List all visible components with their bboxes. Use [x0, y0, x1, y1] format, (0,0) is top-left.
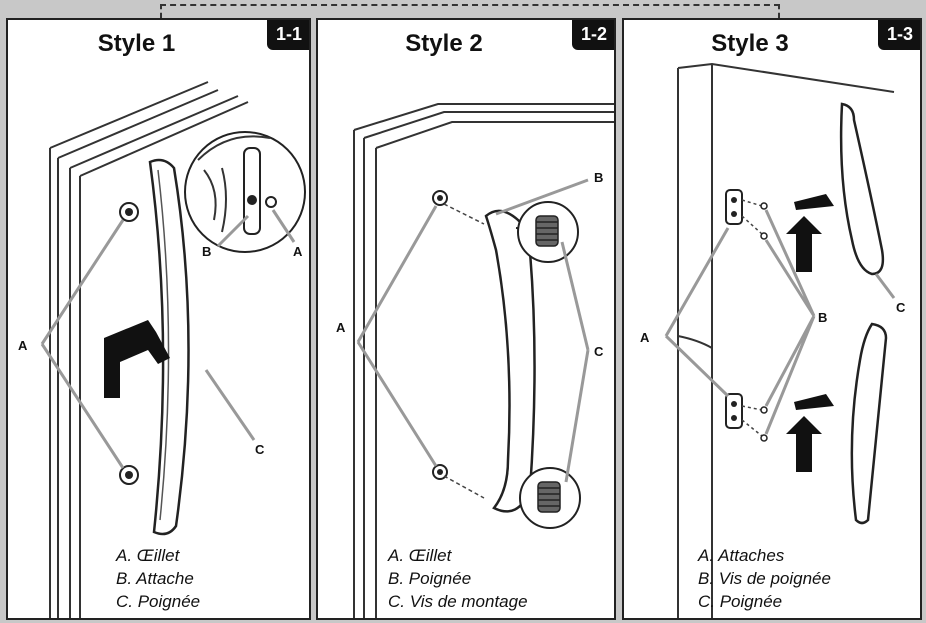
legend: A. Attaches B. Vis de poignée C. Poignée	[698, 544, 831, 613]
panel-title: Style 3	[711, 30, 789, 57]
push-arrow	[104, 320, 170, 398]
callout-a-label: A	[336, 320, 346, 335]
attach-bottom	[725, 393, 743, 429]
mounting-screw-top	[517, 201, 579, 263]
grommet-top	[119, 202, 139, 222]
style-1-illustration: A C B A	[18, 81, 306, 618]
callout-a-label: A	[640, 330, 650, 345]
legend-item-c: C. Poignée	[116, 592, 201, 611]
attach-top	[725, 189, 743, 225]
callout-c-label: C	[594, 344, 604, 359]
callout-b-label: B	[594, 170, 603, 185]
panel-title: Style 1	[97, 30, 176, 57]
legend: A. Œillet B. Poignée C. Vis de montage	[388, 544, 528, 613]
handle-bottom	[850, 322, 888, 525]
handle-top	[839, 102, 885, 276]
panel-badge: 1-1	[266, 20, 309, 50]
legend: A. Œillet B. Attache C. Poignée	[116, 544, 200, 613]
legend-item-b: B. Vis de poignée	[698, 569, 831, 588]
panel-title: Style 2	[405, 30, 483, 57]
style-3-illustration: A B C	[640, 62, 906, 618]
panel-style-1: A C B A Style 1 1-1 A. Œillet B. Attache…	[6, 18, 311, 620]
legend-item-c: C. Poignée	[698, 592, 783, 611]
handle	[484, 209, 536, 513]
panel-style-3: A B C Style 3 1-3 A. Attaches B. Vis de …	[622, 18, 922, 620]
legend-item-a: A. Attaches	[698, 546, 785, 565]
panel-style-2: A B C Style 2 1-2 A. Œillet B. Poignée C…	[316, 18, 616, 620]
dashed-bracket	[160, 4, 780, 18]
mounting-screw-bottom	[519, 467, 581, 529]
panel-badge: 1-2	[571, 20, 614, 50]
legend-item-b: B. Attache	[116, 569, 194, 588]
install-arrows	[786, 194, 834, 472]
detail-inset	[184, 131, 306, 253]
callout-b-label: B	[202, 244, 211, 259]
legend-item-c: C. Vis de montage	[388, 592, 528, 611]
callout-c-label: C	[255, 442, 265, 457]
style-2-illustration: A B C	[336, 103, 614, 618]
legend-item-b: B. Poignée	[388, 569, 472, 588]
callout-a-label: A	[18, 338, 28, 353]
grommet-bottom	[119, 465, 139, 485]
legend-item-a: A. Œillet	[388, 546, 452, 565]
legend-item-a: A. Œillet	[116, 546, 180, 565]
panel-badge: 1-3	[877, 20, 920, 50]
callout-a-inset-label: A	[293, 244, 303, 259]
callout-b-label: B	[818, 310, 827, 325]
callout-c-label: C	[896, 300, 906, 315]
